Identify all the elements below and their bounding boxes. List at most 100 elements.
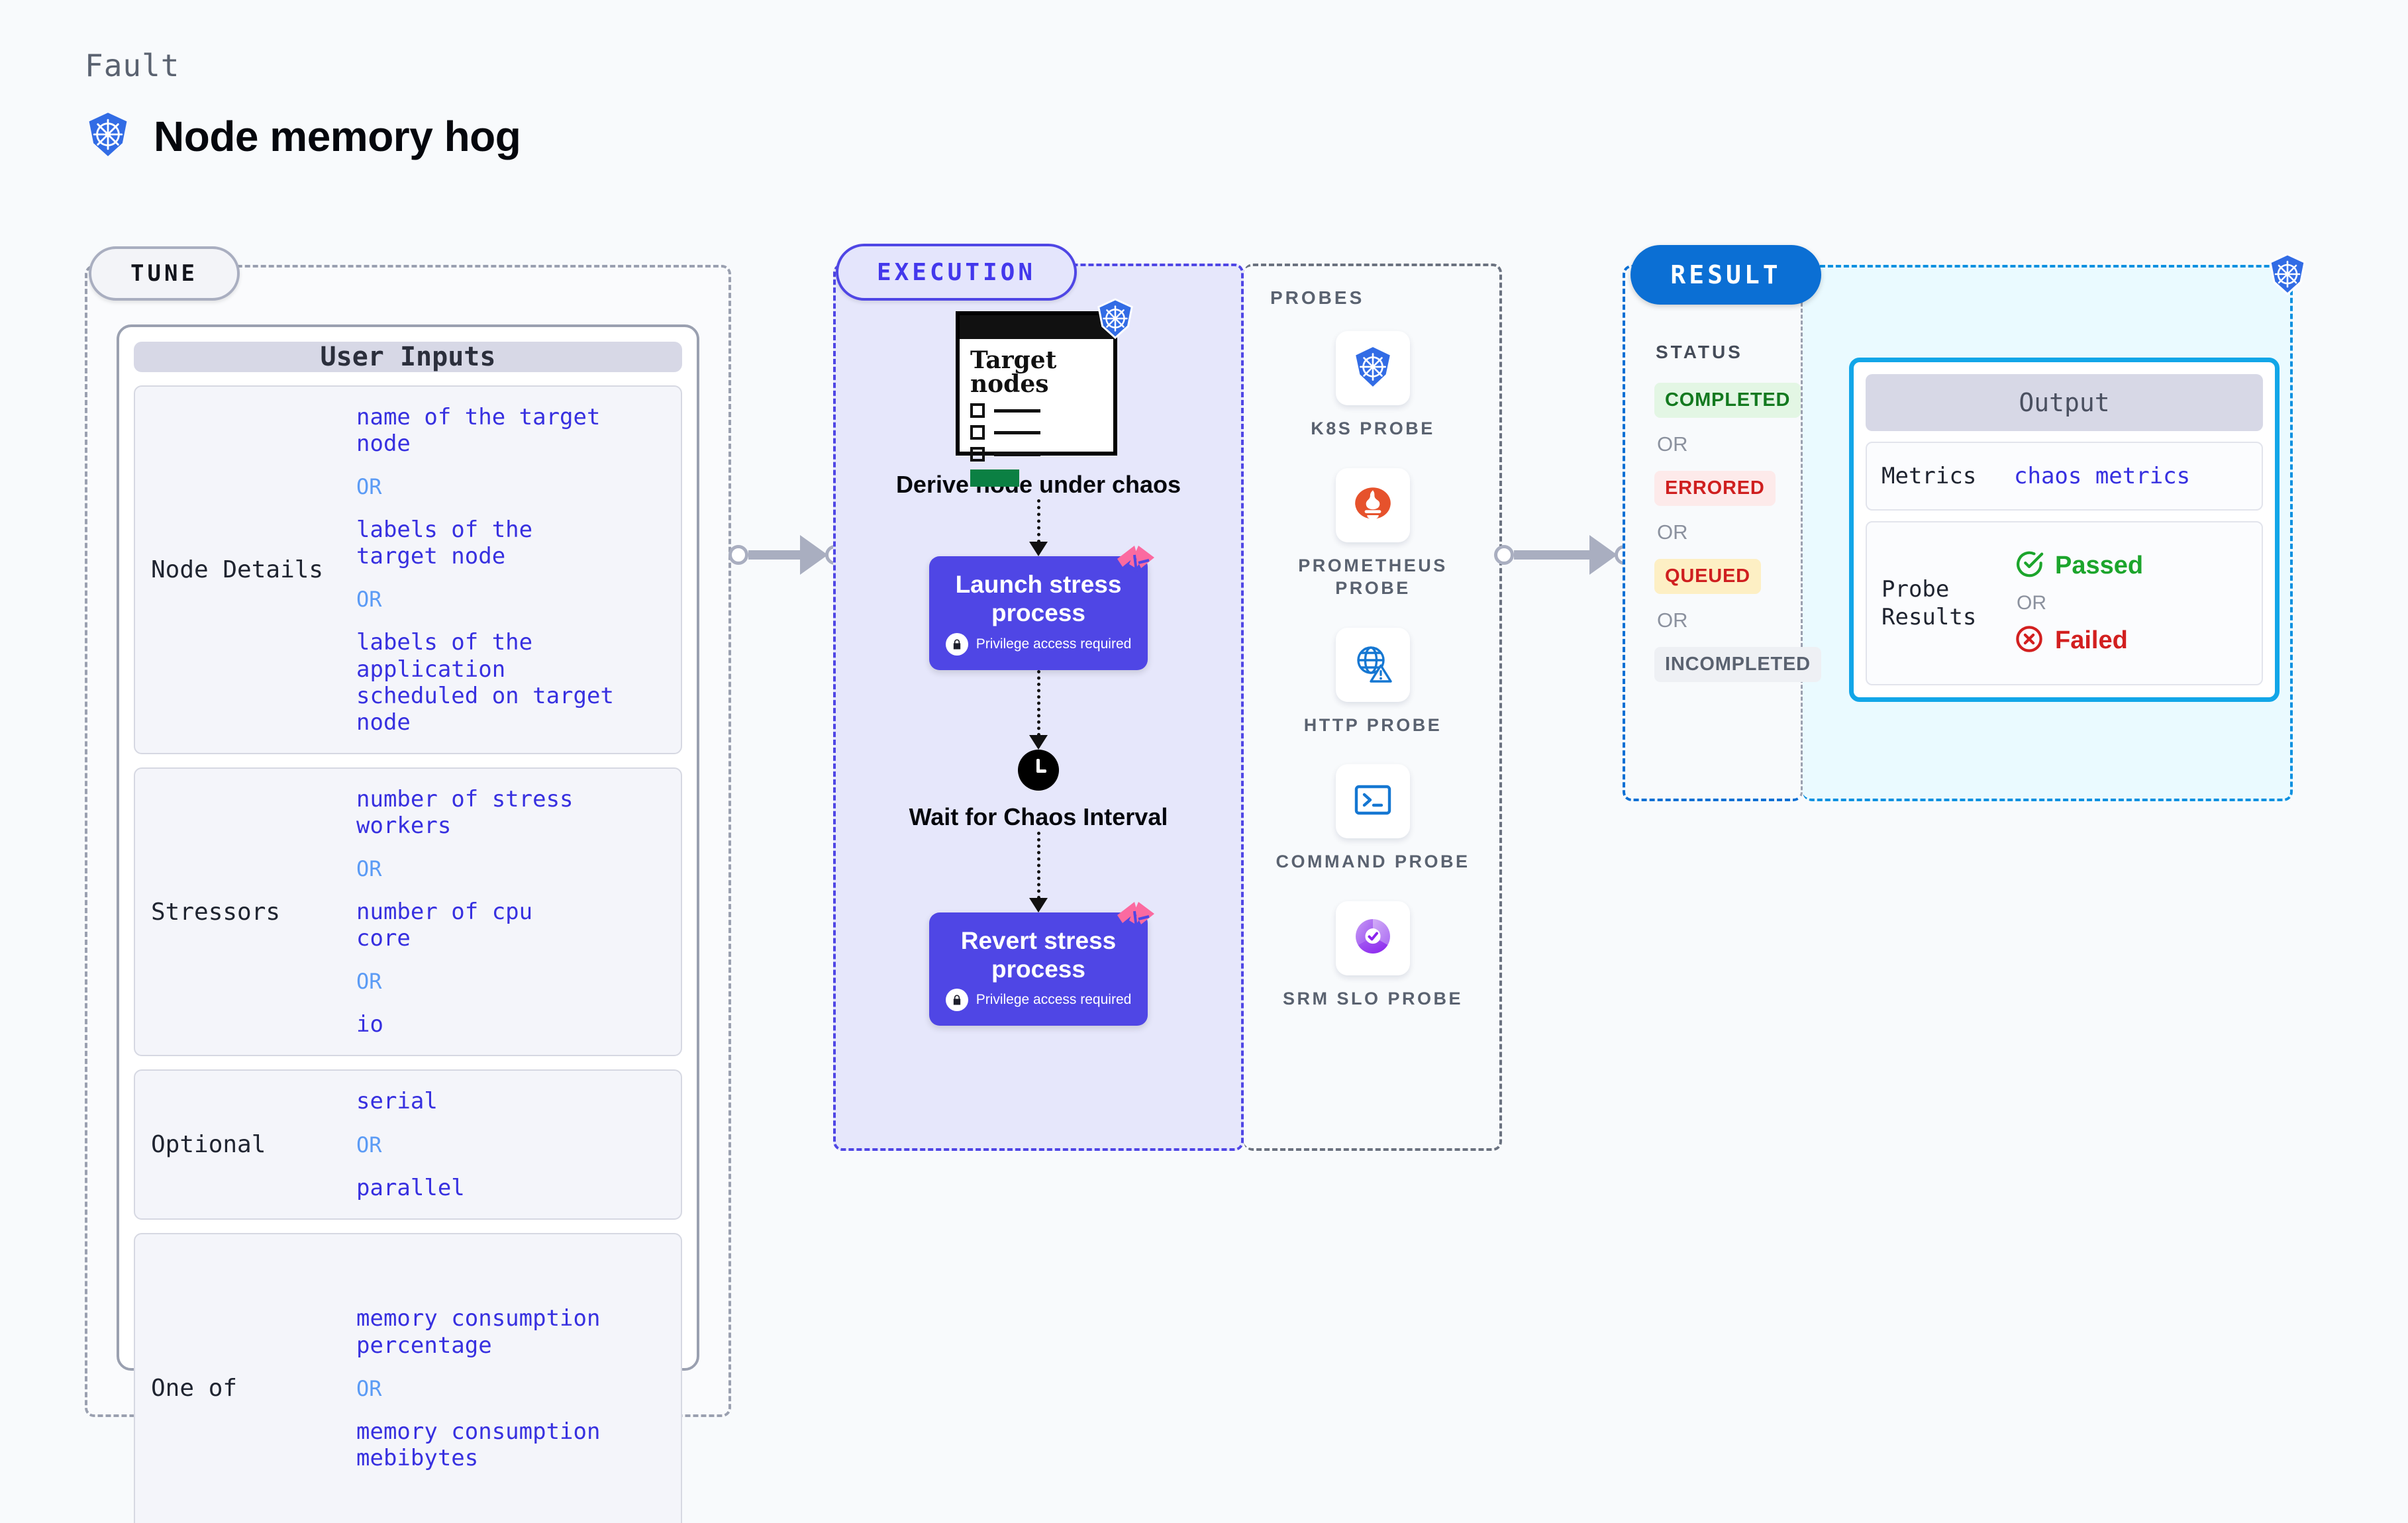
probe-item-prometheus[interactable]: PROMETHEUS PROBE <box>1274 467 1472 600</box>
section-badge-execution: EXECUTION <box>836 244 1077 301</box>
probe-label: HTTP PROBE <box>1303 714 1442 735</box>
kubernetes-icon <box>2266 253 2309 299</box>
checkbox-icon <box>970 403 985 418</box>
status-container <box>1623 265 1803 801</box>
probe-label: COMMAND PROBE <box>1276 852 1470 872</box>
prometheus-icon <box>1351 481 1395 528</box>
or-separator: OR <box>1657 432 1688 456</box>
execution-flow: Target nodes <box>833 298 1244 1026</box>
input-value: memory consumption mebibytes <box>356 1418 601 1471</box>
input-row-values: memory consumption percentage OR memory … <box>356 1305 600 1471</box>
checkbox-line <box>970 425 1103 440</box>
target-nodes-card: Target nodes <box>956 311 1117 487</box>
input-row-one-of: One of memory consumption percentage OR … <box>134 1232 682 1523</box>
output-title: Output <box>1866 374 2263 431</box>
probe-tile <box>1336 467 1410 542</box>
step-title: Revert stress process <box>960 926 1117 983</box>
lock-icon <box>945 989 968 1012</box>
checkbox-line <box>970 403 1103 418</box>
probe-item-k8s[interactable]: K8S PROBE <box>1274 331 1472 440</box>
connector-tune-to-execution <box>728 535 845 575</box>
checkbox-icon <box>970 447 985 462</box>
kubernetes-icon <box>1351 345 1395 392</box>
or-separator: OR <box>2017 592 2046 614</box>
step-launch-stress-process[interactable]: Launch stress process Privilege access r… <box>929 545 1154 670</box>
kubernetes-icon <box>85 111 131 161</box>
or-separator: OR <box>1657 609 1688 632</box>
or-separator: OR <box>356 1132 382 1157</box>
input-row-label: Stressors <box>151 898 281 926</box>
step-subtitle: Privilege access required <box>976 992 1132 1008</box>
card-titlebar <box>960 315 1113 339</box>
probe-result-passed: Passed <box>2014 549 2143 583</box>
arrow-tip <box>1029 734 1048 750</box>
input-value: serial <box>356 1088 438 1115</box>
or-separator: OR <box>356 1375 382 1401</box>
step-caption-derive-node: Derive node under chaos <box>895 471 1181 498</box>
section-badge-result: RESULT <box>1630 245 1821 305</box>
probes-list: K8S PROBE PROMETHEUS PROBE <box>1244 331 1502 1010</box>
input-value: memory consumption percentage <box>356 1305 601 1359</box>
probe-item-command[interactable]: COMMAND PROBE <box>1274 764 1472 873</box>
step-revert-stress-process[interactable]: Revert stress process Privilege access r… <box>929 901 1154 1026</box>
input-row-label: One of <box>151 1375 238 1402</box>
step-caption-wait-for-chaos-interval: Wait for Chaos Interval <box>909 803 1168 830</box>
x-circle-icon <box>2014 624 2044 658</box>
user-inputs-title: User Inputs <box>134 342 682 372</box>
probe-label: PROMETHEUS PROBE <box>1298 555 1448 599</box>
target-nodes-illustration: Target nodes <box>956 298 1133 487</box>
section-badge-tune: TUNE <box>89 246 240 301</box>
user-inputs-card: User Inputs Node Details name of the tar… <box>117 324 699 1523</box>
connector-arrowhead <box>800 535 828 575</box>
checkbox-line <box>970 447 1103 462</box>
fault-kicker-label: Fault <box>85 48 180 83</box>
probe-tile <box>1336 764 1410 839</box>
input-value: labels of the application scheduled on t… <box>356 629 614 736</box>
input-value: number of stress workers <box>356 785 574 839</box>
probe-tile <box>1336 901 1410 975</box>
target-nodes-label: Target nodes <box>970 346 1057 398</box>
ribbon-icon <box>1115 901 1157 942</box>
input-value: labels of the target node <box>356 516 533 570</box>
page-title: Node memory hog <box>154 112 521 160</box>
lock-icon <box>945 632 968 656</box>
step-title: Launch stress process <box>955 570 1122 626</box>
checkbox-icon <box>970 425 985 440</box>
probe-item-http[interactable]: HTTP PROBE <box>1274 627 1472 737</box>
probe-tile <box>1336 331 1410 405</box>
probe-result-label: Passed <box>2055 552 2144 579</box>
or-separator: OR <box>356 474 382 500</box>
input-value: parallel <box>356 1174 465 1201</box>
input-row-values: number of stress workers OR number of cp… <box>356 786 574 1038</box>
output-value-metrics: chaos metrics <box>2014 463 2191 489</box>
input-row-values: name of the target node OR labels of the… <box>356 404 665 736</box>
privilege-note: Privilege access required <box>942 989 1134 1012</box>
flow-arrow <box>1029 499 1048 556</box>
green-status-chip <box>970 469 1019 487</box>
slo-gauge-icon <box>1352 915 1394 961</box>
input-row-optional: Optional serial OR parallel <box>134 1069 682 1220</box>
probe-label: K8S PROBE <box>1311 418 1435 438</box>
connector-line <box>748 550 801 560</box>
card-body: Target nodes <box>960 339 1113 496</box>
rule-line <box>994 430 1040 434</box>
status-badge-incompleted: INCOMPLETED <box>1654 647 1821 682</box>
or-separator: OR <box>356 587 382 613</box>
rule-line <box>994 409 1040 413</box>
probe-item-srm-slo[interactable]: SRM SLO PROBE <box>1274 901 1472 1010</box>
input-value: name of the target node <box>356 404 601 458</box>
input-value: io <box>356 1011 383 1038</box>
connector-start-dot <box>1494 545 1514 565</box>
connector-arrowhead <box>1589 535 1617 575</box>
or-separator: OR <box>356 856 382 882</box>
arrow-line <box>1036 831 1040 899</box>
ribbon-icon <box>1115 544 1157 586</box>
probes-heading: PROBES <box>1270 287 1365 308</box>
connector-execution-to-result <box>1494 535 1634 575</box>
connector-line <box>1514 550 1591 560</box>
step-subtitle: Privilege access required <box>976 636 1132 652</box>
globe-warning-icon <box>1352 642 1394 687</box>
output-card: Output Metrics chaos metrics Probe Resul… <box>1849 358 2280 702</box>
flow-arrow <box>1029 669 1048 750</box>
